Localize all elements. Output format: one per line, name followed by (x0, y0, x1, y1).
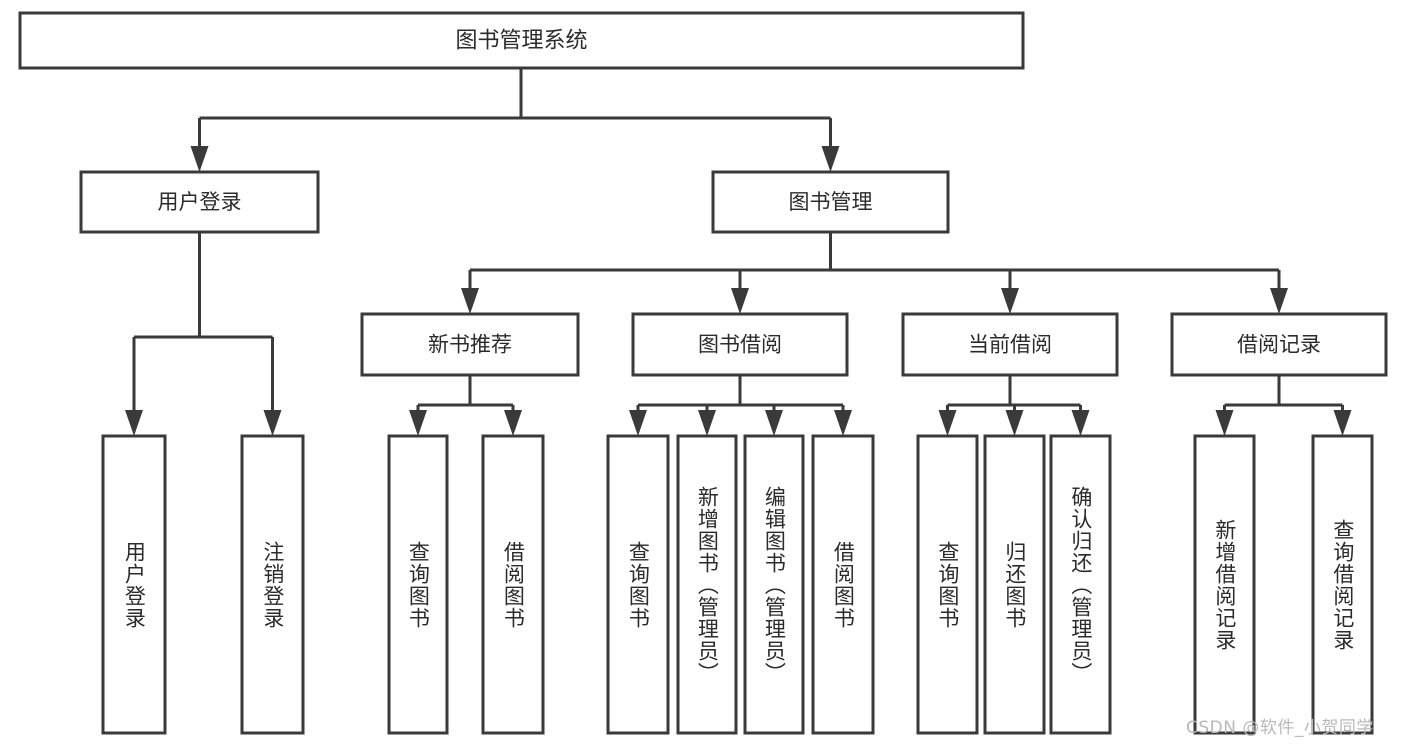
node-tier1-label-用户登录: 用户登录 (158, 190, 242, 214)
node-leaf-编辑图书管理员[interactable] (743, 434, 805, 735)
node-tier1-用户登录[interactable] (79, 170, 320, 234)
arrow-head-icon-tier2-2 (1001, 288, 1019, 314)
node-tier2-label-新书推荐: 新书推荐 (428, 333, 512, 357)
arrow-head-icon-leaf-11 (1215, 410, 1234, 436)
arrow-head-icon-leaf-3 (504, 410, 522, 436)
node-leaf-新增图书管理员[interactable] (676, 434, 738, 735)
node-tier2-label-借阅记录: 借阅记录 (1237, 333, 1321, 357)
arrow-head-icon-tier2-3 (1270, 288, 1288, 314)
node-leaf-确认归还管理员[interactable] (1049, 434, 1112, 735)
node-leaf-注销登录[interactable] (240, 434, 305, 735)
node-tier2-新书推荐[interactable] (360, 312, 580, 377)
node-tier1-图书管理[interactable] (711, 170, 950, 234)
node-tier2-label-图书借阅: 图书借阅 (698, 333, 782, 357)
node-root-label: 图书管理系统 (455, 29, 587, 54)
arrow-head-icon-tier2-0 (461, 288, 479, 314)
node-leaf-归还图书[interactable] (983, 434, 1046, 735)
node-leaf-新增借阅记录[interactable] (1193, 434, 1256, 735)
node-tier2-借阅记录[interactable] (1170, 312, 1388, 377)
arrow-head-icon-tier1-1 (821, 146, 840, 172)
node-tier2-图书借阅[interactable] (631, 312, 849, 377)
node-leaf-查询图书[interactable] (387, 434, 449, 735)
arrow-head-icon-leaf-9 (1005, 410, 1024, 436)
arrow-head-icon-leaf-2 (409, 410, 427, 436)
arrow-head-icon-leaf-7 (834, 410, 852, 436)
node-leaf-借阅图书[interactable] (811, 434, 875, 735)
arrow-head-icon-leaf-4 (629, 410, 647, 436)
arrow-head-icon-tier1-0 (190, 146, 209, 172)
arrow-head-icon-leaf-12 (1333, 410, 1352, 436)
arrow-head-icon-leaf-5 (698, 410, 716, 436)
arrow-head-icon-leaf-1 (263, 410, 282, 436)
arrow-head-icon-leaf-6 (765, 410, 783, 436)
watermark: CSDN @软件_小贺同学 (1186, 718, 1374, 738)
node-tier2-当前借阅[interactable] (901, 312, 1119, 377)
arrow-head-icon-leaf-0 (125, 410, 143, 436)
connectors-layer (125, 68, 1352, 436)
node-tier1-label-图书管理: 图书管理 (789, 190, 873, 214)
arrow-head-icon-leaf-10 (1071, 410, 1090, 436)
node-root[interactable] (18, 11, 1025, 70)
node-leaf-用户登录[interactable] (101, 434, 167, 735)
arrow-head-icon-tier2-1 (731, 288, 749, 314)
node-leaf-查询图书[interactable] (606, 434, 670, 735)
boxes-layer (18, 11, 1388, 735)
node-leaf-查询借阅记录[interactable] (1311, 434, 1374, 735)
node-tier2-label-当前借阅: 当前借阅 (968, 333, 1052, 357)
node-leaf-查询图书[interactable] (916, 434, 979, 735)
node-leaf-借阅图书[interactable] (481, 434, 545, 735)
arrow-head-icon-leaf-8 (938, 410, 957, 436)
